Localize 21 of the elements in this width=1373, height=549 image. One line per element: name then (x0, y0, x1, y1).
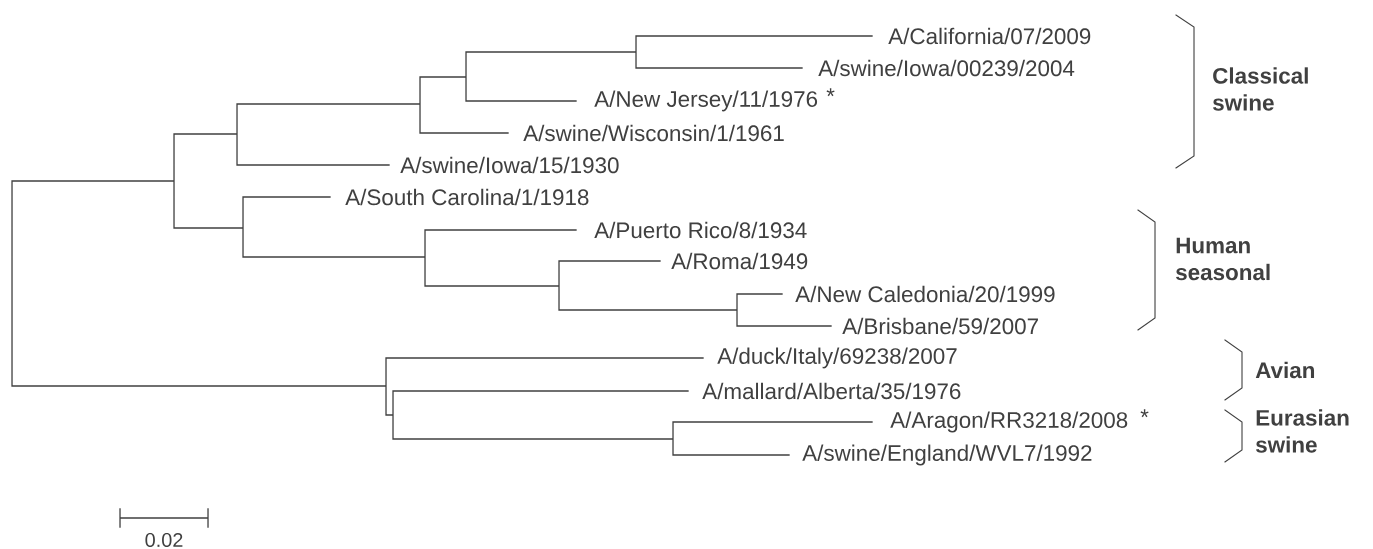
taxon-label: A/swine/Iowa/00239/2004 (818, 59, 1075, 77)
taxon-label: A/Roma/1949 (671, 252, 808, 270)
asterisk: * (1140, 409, 1149, 418)
clade-label: Avian (1255, 361, 1315, 379)
taxon-label: A/swine/Iowa/15/1930 (400, 156, 619, 174)
clade-label: Eurasian swine (1256, 409, 1349, 453)
taxon-label: A/Brisbane/59/2007 (842, 317, 1038, 335)
taxon-label: A/New Jersey/11/1976 (594, 90, 818, 112)
taxon-label: A/South Carolina/1/1918 (345, 188, 589, 206)
taxon-label: A/duck/Italy/69238/2007 (717, 347, 957, 369)
taxon-label: A/Aragon/RR3218/2008 (890, 411, 1128, 433)
asterisk: * (826, 88, 835, 97)
taxon-label: A/swine/Wisconsin/1/1961 (523, 124, 784, 142)
taxon-label: A/Puerto Rico/8/1934 (594, 221, 807, 239)
clade-label: Classical swine (1213, 67, 1308, 111)
taxon-label: A/New Caledonia/20/1999 (795, 285, 1055, 303)
scale-label: 0.02 (145, 532, 183, 548)
taxon-label: A/swine/England/WVL7/1992 (802, 444, 1092, 466)
taxon-label: A/mallard/Alberta/35/1976 (702, 382, 961, 400)
clade-label: Human seasonal (1176, 237, 1270, 281)
taxon-label: A/California/07/2009 (888, 27, 1091, 45)
